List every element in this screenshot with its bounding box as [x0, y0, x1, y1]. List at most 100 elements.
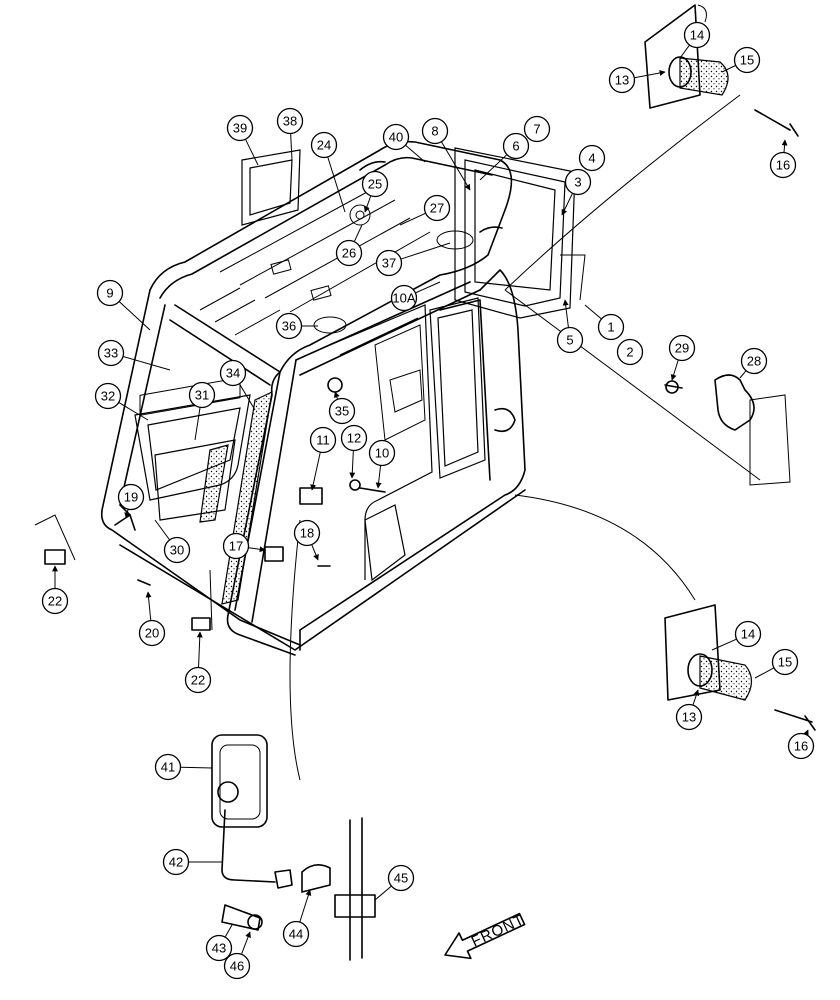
callout-leader: [781, 139, 788, 153]
callout-number: 16: [794, 739, 808, 754]
callout-circle: [205, 934, 233, 962]
callout-circle: [328, 397, 356, 425]
callout-c31: 31: [188, 381, 216, 441]
callout-number: 28: [747, 354, 761, 369]
callout-number: 20: [145, 626, 159, 641]
front-direction-arrow: FRONT: [444, 911, 527, 960]
callout-circle: [382, 123, 410, 151]
callout-c5: 5: [556, 299, 584, 354]
callout-number: 45: [394, 871, 408, 886]
callout-number: 33: [104, 346, 118, 361]
callout-number: 24: [317, 138, 331, 153]
callout-leader: [145, 591, 152, 621]
callout-leader: [194, 407, 201, 441]
callout-c16a: 16: [769, 139, 797, 179]
callout-leader: [692, 689, 700, 705]
callout-number: 44: [289, 927, 303, 942]
callout-c9: 9: [96, 279, 151, 331]
callout-circle: [154, 753, 182, 781]
callout-leader: [584, 304, 602, 319]
callout-c13b: 13: [675, 689, 703, 731]
callout-c6: 6: [479, 132, 530, 181]
callout-circle: [96, 279, 124, 307]
callout-circle: [117, 483, 145, 511]
callout-number: 38: [283, 114, 297, 129]
callout-c13a: 13: [608, 66, 666, 94]
callout-number: 30: [170, 543, 184, 558]
callout-leader: [327, 157, 346, 213]
callout-number: 42: [169, 855, 183, 870]
callout-number: 12: [347, 431, 361, 446]
callout-circle: [556, 326, 584, 354]
callout-leader: [224, 924, 233, 937]
callout-number: 46: [230, 959, 244, 974]
lower-right-lamp: [664, 604, 816, 731]
callout-c32: 32: [94, 382, 149, 421]
callout-number: 16: [776, 158, 790, 173]
callout-leader: [241, 931, 251, 955]
callout-number: 29: [675, 341, 689, 356]
door-latch: [664, 374, 791, 486]
callout-number: 25: [368, 177, 382, 192]
callout-number: 5: [566, 333, 573, 348]
callout-circle: [734, 620, 762, 648]
callout-c37: 37: [375, 242, 451, 277]
callout-c2: 2: [616, 338, 644, 366]
callout-circle: [163, 536, 191, 564]
callout-c22b: 22: [184, 631, 212, 694]
callout-number: 15: [740, 53, 754, 68]
callout-c30: 30: [154, 519, 191, 564]
callout-c18: 18: [293, 519, 321, 561]
callout-c14b: 14: [711, 620, 762, 651]
callout-circle: [340, 424, 368, 452]
callout-leader: [154, 519, 170, 540]
callout-circle: [41, 587, 69, 615]
callout-leader: [561, 193, 573, 216]
callout-c33: 33: [97, 339, 171, 371]
callout-leader: [118, 402, 149, 421]
callout-c39: 39: [226, 114, 259, 166]
callout-leader: [479, 154, 507, 181]
callout-number: 18: [300, 526, 314, 541]
callout-leader: [375, 465, 382, 489]
callout-c10: 10: [368, 439, 396, 489]
callout-circle: [335, 239, 363, 267]
callout-circle: [309, 426, 337, 454]
callout-leader: [334, 391, 340, 399]
callout-number: 26: [342, 246, 356, 261]
callout-leader: [248, 546, 266, 553]
callout-c15a: 15: [721, 46, 761, 74]
callout-number: 22: [48, 594, 62, 609]
callout-circle: [564, 168, 592, 196]
callout-number: 13: [682, 710, 696, 725]
callout-circle: [222, 532, 250, 560]
callout-circle: [387, 864, 415, 892]
callout-circle: [740, 347, 768, 375]
callout-leader: [124, 509, 131, 519]
leader-curves: [289, 94, 761, 781]
callout-circle: [226, 114, 254, 142]
callout-leader: [405, 145, 426, 163]
mirror-assembly: [211, 734, 376, 961]
callout-number: 41: [161, 760, 175, 775]
callout-c15b: 15: [754, 648, 799, 679]
callout-number: 8: [431, 124, 438, 139]
callout-circle: [94, 382, 122, 410]
callout-c27: 27: [399, 194, 451, 226]
callout-c10a: 10A: [390, 281, 441, 312]
callout-circle: [375, 249, 403, 277]
callout-circle: [421, 117, 449, 145]
callout-c40: 40: [382, 123, 426, 163]
callout-number: 9: [106, 286, 113, 301]
callout-number: 36: [282, 319, 296, 334]
callout-circle: [390, 284, 418, 312]
callout-circle: [502, 132, 530, 160]
callout-circle: [423, 194, 451, 222]
callout-circle: [138, 619, 166, 647]
callout-circle: [616, 338, 644, 366]
callout-number: 1: [607, 320, 614, 335]
callout-number: 27: [430, 201, 444, 216]
callout-circle: [733, 46, 761, 74]
callout-number: 40: [389, 130, 403, 145]
